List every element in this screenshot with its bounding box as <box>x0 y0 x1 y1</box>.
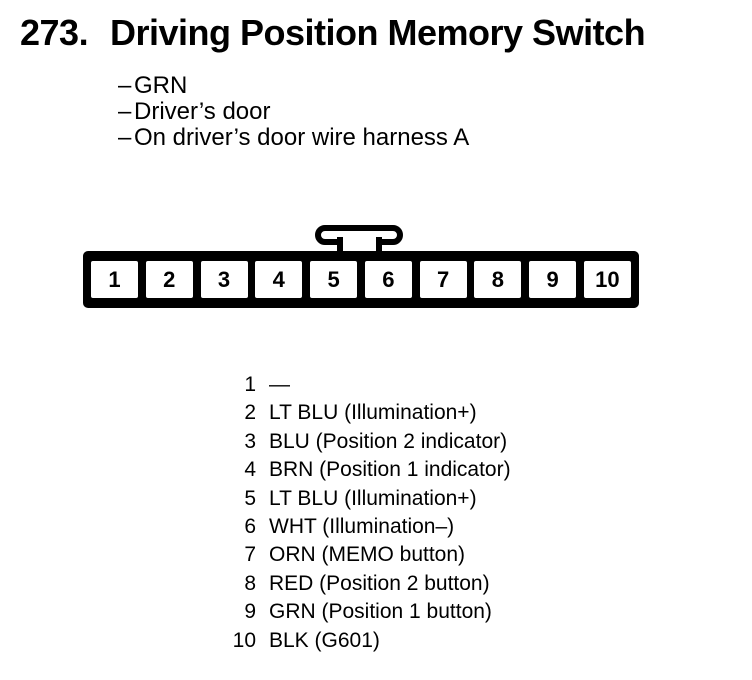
pin-description: GRN (Position 1 button) <box>269 600 492 624</box>
note-text: GRN <box>134 72 188 99</box>
page-title: Driving Position Memory Switch <box>110 12 646 53</box>
pin-list-row: 10 BLK (G601) <box>220 627 511 655</box>
connector-pin-cell: 4 <box>255 261 303 298</box>
pin-number: 10 <box>232 628 256 652</box>
pin-number: 9 <box>244 600 256 624</box>
note-line: – On driver’s door wire harness A <box>118 125 469 151</box>
pin-list-row: 7 ORN (MEMO button) <box>220 541 511 569</box>
pin-list-row: 8 RED (Position 2 button) <box>220 570 511 598</box>
pin-number: 1 <box>244 373 256 396</box>
pin-description: — <box>269 373 290 396</box>
pin-description: BLK (G601) <box>269 628 380 652</box>
section-number: 273. <box>20 12 89 53</box>
dash-bullet: – <box>118 72 132 99</box>
note-line: – GRN <box>118 73 469 99</box>
pin-description: LT BLU (Illumination+) <box>269 401 477 425</box>
pin-list-row: 3 BLU (Position 2 indicator) <box>220 428 511 456</box>
connector-lock-tab-stem <box>337 237 382 253</box>
dash-bullet: – <box>118 98 132 125</box>
pin-number: 7 <box>244 543 256 567</box>
note-text: Driver’s door <box>134 98 271 125</box>
pin-number: 4 <box>244 458 256 482</box>
connector-notes: – GRN – Driver’s door – On driver’s door… <box>118 73 469 151</box>
pin-description: LT BLU (Illumination+) <box>269 486 477 510</box>
pin-description: RED (Position 2 button) <box>269 571 490 595</box>
note-line: – Driver’s door <box>118 99 469 125</box>
pin-description: BRN (Position 1 indicator) <box>269 458 511 482</box>
pin-description: WHT (Illumination–) <box>269 515 455 539</box>
pin-number: 3 <box>244 429 256 453</box>
connector-pin-cell: 7 <box>419 261 467 298</box>
pin-number: 2 <box>244 401 256 425</box>
pin-list-row: 2 LT BLU (Illumination+) <box>220 399 511 427</box>
pin-list-row: 6 WHT (Illumination–) <box>220 513 511 541</box>
connector-pin-cell: 5 <box>310 261 358 298</box>
connector-pin-cell: 8 <box>474 261 522 298</box>
connector-pin-cell: 3 <box>200 261 248 298</box>
connector-pin-cell: 1 <box>91 261 138 298</box>
pin-number: 8 <box>244 571 256 595</box>
pin-description: ORN (MEMO button) <box>269 543 466 567</box>
dash-bullet: – <box>118 124 132 151</box>
pin-list-row: 1 — <box>220 371 511 399</box>
connector-pin-cell: 9 <box>529 261 577 298</box>
connector-pin-cell: 2 <box>145 261 193 298</box>
connector-pin-cell: 6 <box>364 261 412 298</box>
pin-list-row: 5 LT BLU (Illumination+) <box>220 485 511 513</box>
pin-number: 6 <box>244 515 256 539</box>
pin-list-row: 9 GRN (Position 1 button) <box>220 598 511 626</box>
pin-description-list: 1 — 2 LT BLU (Illumination+) 3 BLU (Posi… <box>220 371 511 655</box>
note-text: On driver’s door wire harness A <box>134 124 470 151</box>
pin-number: 5 <box>244 486 256 510</box>
connector-pin-cell: 10 <box>583 261 631 298</box>
pin-list-row: 4 BRN (Position 1 indicator) <box>220 456 511 484</box>
pin-description: BLU (Position 2 indicator) <box>269 429 508 453</box>
